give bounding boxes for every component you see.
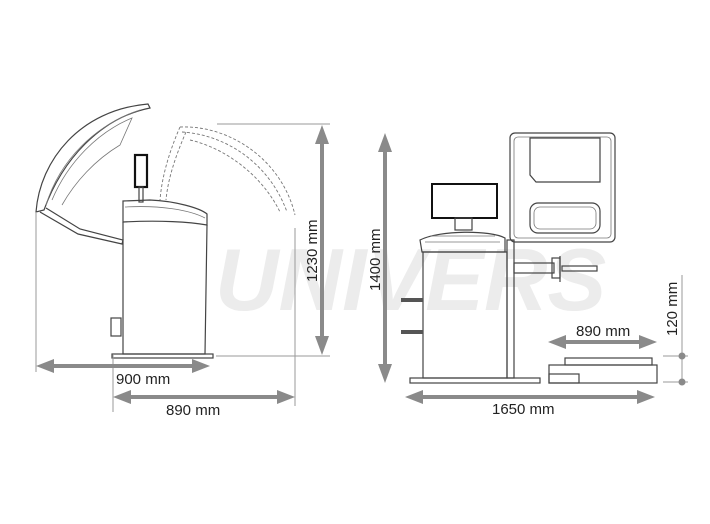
monitor <box>133 153 149 189</box>
dimension-label-1400: 1400 mm <box>367 228 384 291</box>
weight-hook <box>401 330 423 334</box>
dimension-label-890-side: 890 mm <box>166 402 220 419</box>
top-panel <box>122 199 208 226</box>
base-plate <box>111 353 214 359</box>
closed-hood-dashed <box>159 126 296 216</box>
balancing-shaft <box>513 256 598 282</box>
monitor-front <box>431 183 498 219</box>
lift-platform <box>548 357 658 384</box>
dimension-label-900: 900 mm <box>116 371 170 388</box>
cabinet-body <box>122 222 208 355</box>
watermark: UNIVERS <box>215 230 606 329</box>
dimension-arrow-900 <box>36 359 210 373</box>
side-view-machine <box>35 103 296 359</box>
dimension-label-1650: 1650 mm <box>492 401 555 418</box>
weight-hook <box>401 298 423 302</box>
dimension-arrow-890-side <box>113 390 295 404</box>
dimension-arrow-1400 <box>378 133 392 383</box>
monitor-stand-front <box>454 217 473 231</box>
dimension-marker-120 <box>663 275 688 386</box>
wheel-guard <box>509 132 616 243</box>
open-hood <box>35 103 151 245</box>
dimension-arrow-890-platform <box>548 335 657 349</box>
dimension-label-890-platform: 890 mm <box>576 323 630 340</box>
dimension-arrow-1650 <box>405 390 655 404</box>
weight-tray <box>419 231 506 253</box>
dimension-label-1230: 1230 mm <box>304 219 321 282</box>
front-view-machine <box>401 132 658 384</box>
base-front <box>409 377 541 384</box>
monitor-stand <box>138 186 144 203</box>
dimension-arrow-1230 <box>315 125 329 355</box>
side-flange <box>110 317 122 337</box>
dimension-label-120: 120 mm <box>664 282 681 336</box>
